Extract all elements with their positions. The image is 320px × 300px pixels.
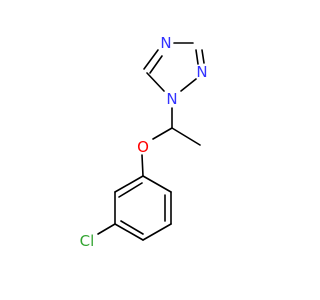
molecule-canvas: N N N O Cl bbox=[80, 34, 208, 250]
bonds bbox=[97, 42, 205, 241]
bond-ar6-ar1 bbox=[142, 175, 172, 193]
atom-n-right: N bbox=[196, 63, 207, 81]
atom-n-top: N bbox=[160, 34, 171, 52]
bond-ch-methyl bbox=[171, 127, 201, 146]
molecule-structure: N N N O Cl bbox=[80, 34, 208, 250]
bond-c3-n2-double bbox=[195, 49, 199, 65]
bond-ch-o bbox=[152, 127, 173, 140]
bond-ar1-ar2 bbox=[114, 175, 144, 193]
bond-o-aryl bbox=[141, 154, 144, 177]
atom-o-ether: O bbox=[137, 138, 149, 156]
bond-ar3-cl bbox=[97, 223, 116, 235]
atom-n-attached: N bbox=[166, 90, 177, 108]
bond-ar3-ar4-inner bbox=[120, 220, 144, 235]
bond-c3-n2 bbox=[201, 49, 205, 64]
bond-n1-c5 bbox=[146, 72, 165, 92]
bond-ar1-ar2-inner bbox=[118, 182, 143, 198]
atom-cl: Cl bbox=[80, 232, 95, 250]
bond-ar4-ar5 bbox=[142, 223, 172, 241]
bond-c5-n4-double bbox=[149, 55, 163, 74]
bond-c5-n4 bbox=[143, 49, 159, 70]
bond-n2-n1 bbox=[180, 78, 197, 92]
atom-labels: N N N O Cl bbox=[80, 34, 208, 250]
bond-ar3-ar4 bbox=[114, 223, 144, 241]
